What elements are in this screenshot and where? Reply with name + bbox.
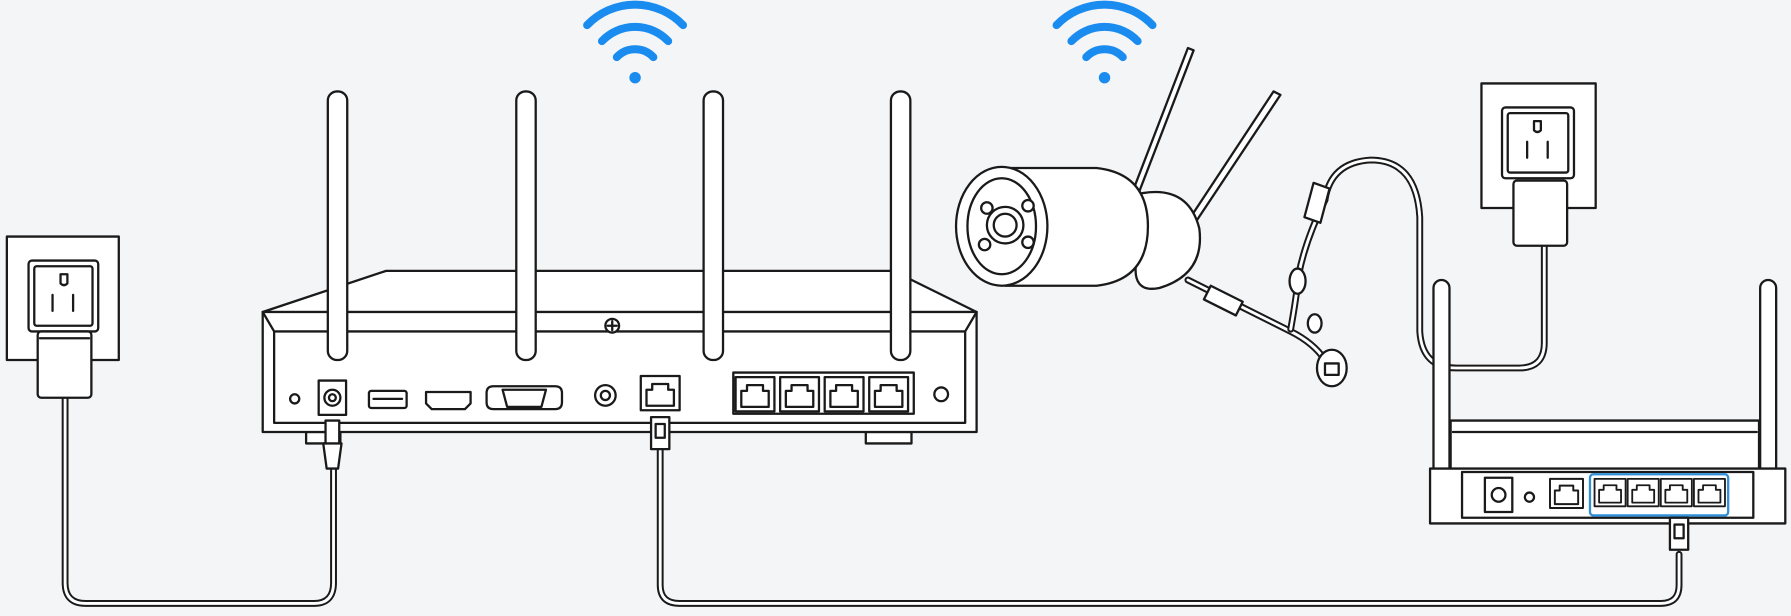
power-adapter-icon [1512, 179, 1569, 247]
antenna-icon [326, 90, 912, 362]
power-cable-right [1321, 156, 1548, 372]
wall-outlet-icon [1480, 82, 1597, 210]
nvr-icon [261, 90, 978, 470]
wifi-signal-icon [583, 0, 688, 84]
ethernet-cable-icon [656, 442, 1683, 607]
highlighted-lan-ports [1588, 473, 1730, 517]
wall-outlet-icon [5, 235, 120, 362]
wifi-signal-icon [1052, 0, 1157, 84]
router-icon [1428, 278, 1787, 551]
power-adapter-icon [36, 330, 93, 399]
power-cable-left [61, 394, 337, 607]
wifi-camera-icon [954, 46, 1348, 388]
